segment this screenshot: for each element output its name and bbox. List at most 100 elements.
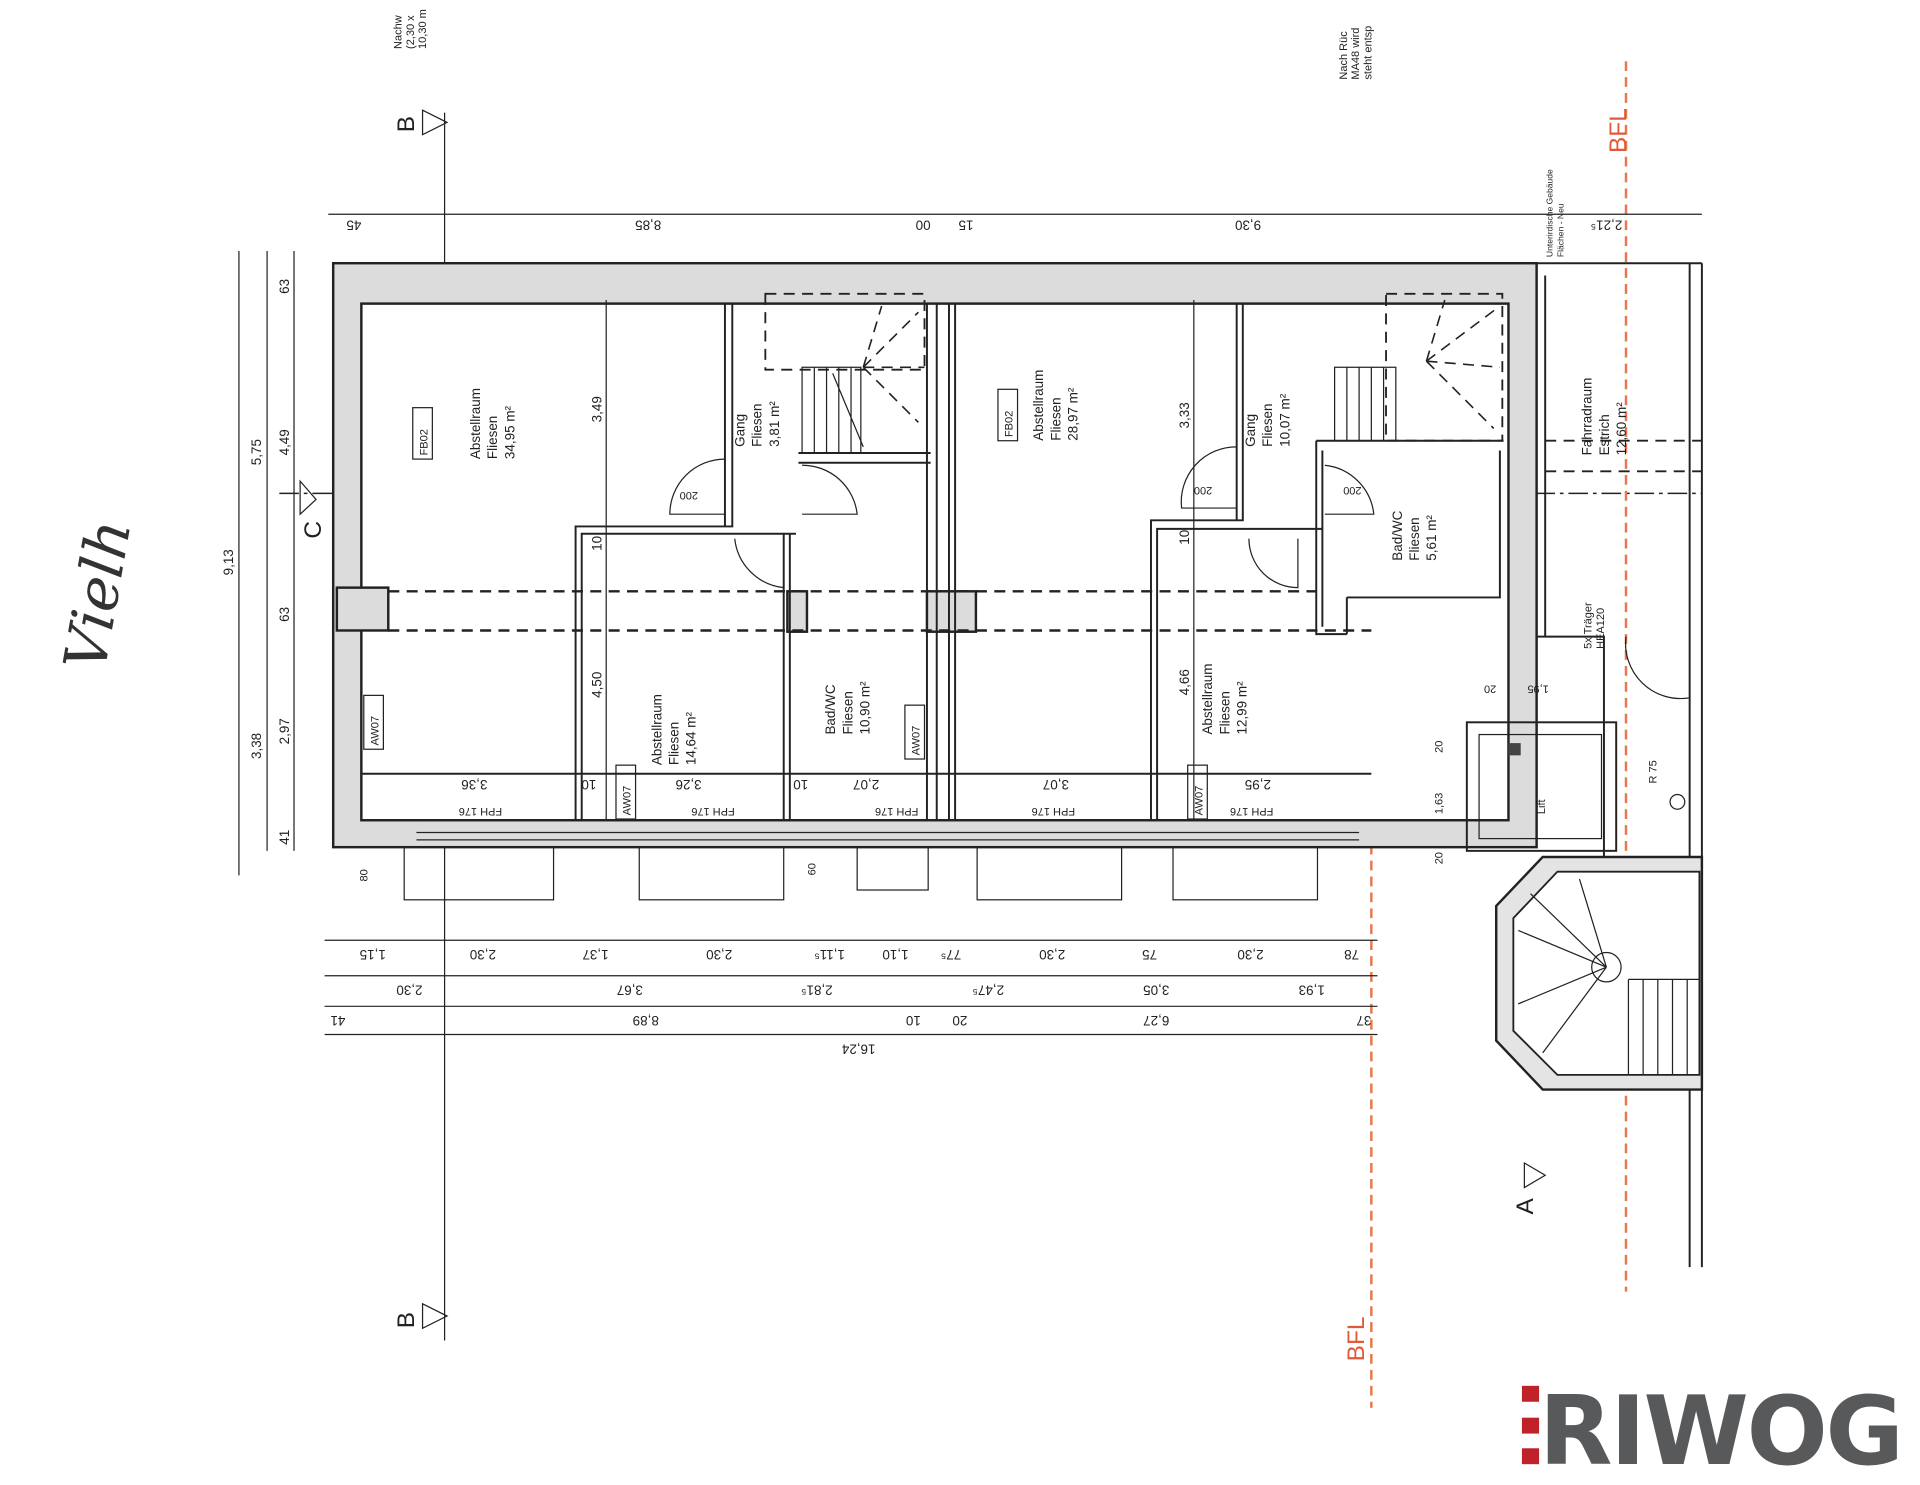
svg-text:Bad/WC: Bad/WC (823, 684, 838, 734)
handwritten-note: Vielh (50, 514, 144, 675)
logo-text: RIWOG (1539, 1375, 1904, 1485)
room-abstellraum-3: Abstellraum Fliesen 14,64 m² (649, 694, 698, 765)
svg-text:28,97 m²: 28,97 m² (1066, 387, 1081, 441)
svg-text:41: 41 (277, 830, 292, 845)
dim-label: 10 (581, 777, 596, 792)
beam-note: HEA120 (1595, 608, 1607, 649)
bottom-dims-row2: 2,30 3,67 2,81⁵ 2,47⁵ 3,05 1,93 (396, 983, 1324, 998)
dim-label: 3,26 (675, 777, 701, 792)
room-bad-wc-2: Bad/WC Fliesen 10,90 m² (823, 681, 872, 735)
top-note-left: (2,30 x (405, 15, 417, 49)
svg-text:14,64 m²: 14,64 m² (684, 712, 699, 766)
svg-text:FPH 176: FPH 176 (459, 805, 502, 817)
svg-text:3,67: 3,67 (617, 983, 643, 998)
svg-text:75: 75 (1142, 947, 1157, 962)
left-dims: 9,13 5,75 3,38 63 4,49 63 2,97 41 (221, 279, 292, 845)
dim-label: 3,49 (589, 396, 604, 422)
section-label-b-bottom: B (393, 1312, 420, 1328)
section-marker-c (299, 479, 317, 516)
svg-text:Fliesen: Fliesen (1048, 397, 1063, 440)
top-note-right: steht entsp (1362, 26, 1374, 80)
svg-text:63: 63 (277, 279, 292, 294)
lift-label: Lift (1536, 799, 1548, 814)
dim-label: 1,63 (1433, 793, 1445, 814)
room-gang-2: Gang Fliesen 10,07 m² (1243, 393, 1292, 447)
pillar (335, 586, 390, 632)
svg-text:1,10: 1,10 (882, 947, 908, 962)
top-note-right: MA48 wird (1350, 28, 1362, 80)
pillar (925, 590, 978, 633)
room-abstellraum-2: Abstellraum Fliesen 28,97 m² (1031, 370, 1080, 441)
svg-text:10,07 m²: 10,07 m² (1277, 393, 1292, 447)
svg-text:FPH 176: FPH 176 (1230, 805, 1273, 817)
dim-label: 4,66 (1177, 669, 1192, 695)
svg-text:41: 41 (330, 1013, 345, 1028)
svg-text:2,30: 2,30 (470, 947, 496, 962)
interior-walls (361, 303, 1504, 821)
dim-label: 20 (1433, 741, 1445, 753)
dim-label: 3,07 (1043, 777, 1069, 792)
svg-text:1,37: 1,37 (582, 947, 608, 962)
dim-label: 3,36 (461, 777, 487, 792)
bottom-dimension-lines (324, 939, 1378, 1036)
svg-text:12,99 m²: 12,99 m² (1234, 681, 1249, 735)
svg-text:FB02: FB02 (418, 429, 430, 455)
dim-label: 20 (1484, 683, 1496, 695)
svg-text:Fliesen: Fliesen (750, 403, 765, 446)
section-label-a: A (1512, 1197, 1539, 1214)
svg-text:Fliesen: Fliesen (1260, 403, 1275, 446)
svg-text:6,27: 6,27 (1143, 1013, 1169, 1028)
neighbour-note: Unterirdische Gebäude (1545, 169, 1555, 257)
svg-text:10,90 m²: 10,90 m² (857, 681, 872, 735)
svg-text:Abstellraum: Abstellraum (468, 388, 483, 459)
dim-label: 60 (807, 863, 819, 875)
room-bad-wc-1: Bad/WC Fliesen 5,61 m² (1390, 510, 1439, 560)
section-marker-a (1523, 1161, 1547, 1189)
top-dims: 45 8,85 00 15 9,30 2,21⁵ (346, 217, 1622, 232)
svg-text:1,11⁵: 1,11⁵ (814, 947, 845, 962)
radius-label: R 75 (1648, 760, 1660, 783)
room-abstellraum-4: Abstellraum Fliesen 12,99 m² (1200, 664, 1249, 735)
svg-text:Fliesen: Fliesen (840, 691, 855, 734)
svg-text:3,38: 3,38 (249, 733, 264, 759)
svg-text:Abstellraum: Abstellraum (649, 694, 664, 765)
svg-text:2,47⁵: 2,47⁵ (972, 983, 1004, 998)
svg-text:2,21⁵: 2,21⁵ (1591, 217, 1623, 232)
door-label: 200 (680, 489, 698, 501)
svg-text:20: 20 (952, 1013, 967, 1028)
svg-text:8,89: 8,89 (633, 1013, 659, 1028)
svg-text:2,81⁵: 2,81⁵ (801, 983, 833, 998)
dim-label: 1,95 (1527, 683, 1548, 695)
section-marker-b-bottom (421, 1302, 449, 1330)
left-dimension-lines (238, 250, 295, 876)
bfl-label-left: BFL (1343, 1316, 1370, 1361)
svg-text:4,49: 4,49 (277, 429, 292, 455)
tag-aw07: AW07 (904, 704, 926, 760)
svg-text:45: 45 (346, 217, 361, 232)
svg-text:3,81 m²: 3,81 m² (767, 401, 782, 447)
svg-text:AW07: AW07 (1193, 786, 1205, 816)
svg-text:FPH 176: FPH 176 (875, 805, 918, 817)
svg-text:AW07: AW07 (369, 716, 381, 746)
svg-text:FPH 176: FPH 176 (691, 805, 734, 817)
svg-text:Fliesen: Fliesen (485, 416, 500, 459)
tag-fb02: FB02 (997, 388, 1019, 442)
dim-label: 20 (1433, 852, 1445, 864)
svg-text:77⁵: 77⁵ (941, 947, 962, 962)
svg-text:8,85: 8,85 (635, 217, 661, 232)
svg-text:1,93: 1,93 (1299, 983, 1325, 998)
bfl-label-right: BFL (1605, 108, 1632, 153)
neighbour-note: Flächen - Neu (1556, 203, 1566, 257)
svg-text:FB02: FB02 (1004, 411, 1016, 437)
top-note-left: 10,30 m (417, 9, 429, 49)
riwog-logo: RIWOG (1521, 1375, 1904, 1485)
window-labels: FPH 176 FPH 176 FPH 176 FPH 176 FPH 176 (459, 805, 1274, 817)
door-label: 200 (1194, 484, 1212, 496)
neighbour-building (1465, 262, 1704, 1268)
room-fahrradraum: Fahrradraum Estrich 12,60 m² (1580, 378, 1629, 456)
svg-text:AW07: AW07 (911, 726, 923, 756)
bottom-total-dim: 16,24 (841, 1041, 875, 1056)
section-marker-b-top (421, 109, 449, 136)
svg-text:FPH 176: FPH 176 (1032, 805, 1075, 817)
